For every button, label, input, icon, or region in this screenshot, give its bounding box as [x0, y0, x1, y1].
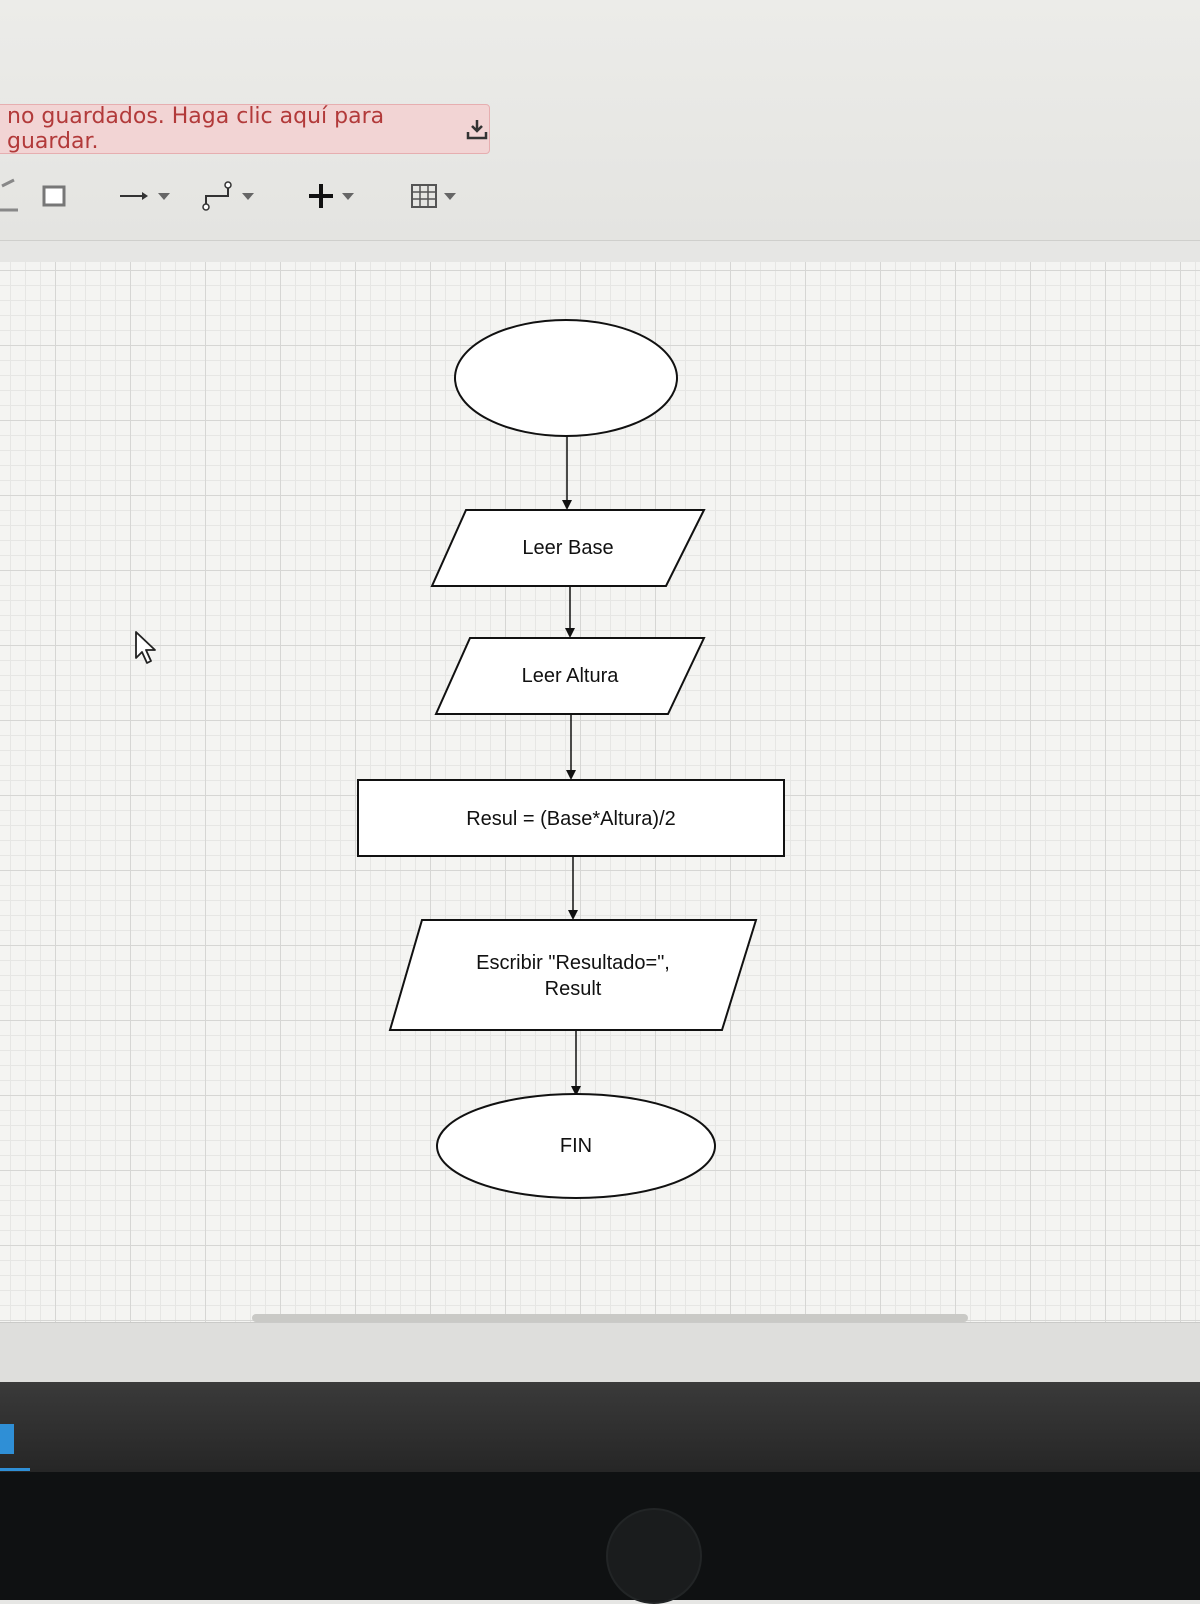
- mouse-cursor-icon: [134, 630, 160, 671]
- editor-toolbar-area: no guardados. Haga clic aquí para guarda…: [0, 0, 1200, 241]
- end-terminator[interactable]: [436, 1093, 716, 1199]
- chevron-down-icon: [342, 192, 354, 200]
- unsaved-changes-text: no guardados. Haga clic aquí para guarda…: [7, 104, 385, 154]
- horizontal-scrollbar[interactable]: [252, 1314, 968, 1322]
- plus-icon: [309, 184, 333, 208]
- input-parallelogram[interactable]: [430, 509, 706, 587]
- waypoints-button[interactable]: [202, 178, 254, 214]
- chevron-down-icon: [444, 192, 456, 200]
- table-icon: [411, 184, 437, 208]
- chevron-down-icon: [158, 192, 170, 200]
- connector-style-button[interactable]: [118, 178, 170, 214]
- bottom-panel: [0, 1322, 1200, 1383]
- node-label-end: FIN: [559, 1135, 593, 1157]
- taskbar-app-icon[interactable]: [0, 1424, 14, 1454]
- output-parallelogram[interactable]: [388, 919, 758, 1031]
- shape-tool-icon[interactable]: [40, 178, 70, 214]
- node-label-read-height: Leer Altura: [521, 665, 619, 687]
- taskbar-active-indicator: [0, 1468, 30, 1471]
- input-parallelogram[interactable]: [434, 637, 706, 715]
- monitor-bezel: [0, 1472, 1200, 1600]
- unsaved-changes-banner[interactable]: no guardados. Haga clic aquí para guarda…: [0, 104, 490, 154]
- line-tool-icon[interactable]: [0, 178, 22, 214]
- arrow-right-icon: [120, 192, 148, 200]
- table-button[interactable]: [410, 178, 456, 214]
- node-label-write-result: Escribir "Resultado=", Result: [476, 952, 670, 1000]
- waypoint-connector-icon: [202, 181, 232, 211]
- taskbar: [0, 1382, 1200, 1472]
- insert-button[interactable]: [306, 178, 354, 214]
- process-rectangle[interactable]: [357, 779, 785, 857]
- flowchart: [357, 319, 785, 1199]
- node-label-compute: Resul = (Base*Altura)/2: [466, 808, 676, 830]
- node-label-read-base: Leer Base: [522, 537, 614, 559]
- download-icon: [465, 117, 489, 141]
- start-terminator[interactable]: [454, 319, 678, 437]
- chevron-down-icon: [242, 192, 254, 200]
- hp-logo-icon: [606, 1508, 702, 1604]
